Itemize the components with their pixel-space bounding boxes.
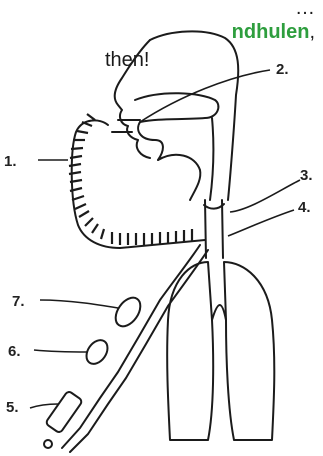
label-2: 2. [276, 61, 289, 78]
tongue [158, 155, 200, 200]
label-7: 7. [12, 293, 25, 310]
heart-notch [212, 305, 226, 320]
head-outline [115, 40, 150, 158]
tube-end-cap [44, 440, 52, 448]
label-5: 5. [6, 399, 19, 416]
label-pointers [30, 70, 300, 408]
trachea-left [205, 200, 206, 258]
pointer-3 [230, 180, 300, 212]
larynx [204, 204, 224, 209]
pointer-7 [40, 300, 118, 308]
label-6: 6. [8, 343, 21, 360]
right-lung [224, 262, 274, 440]
left-lung [167, 262, 213, 440]
lower-tube [62, 245, 200, 448]
component-7-shape [111, 293, 146, 331]
pointer-5 [30, 404, 58, 408]
pharynx [210, 118, 213, 200]
component-5-shape [45, 390, 83, 433]
label-1: 1. [4, 153, 17, 170]
accordion-ribs [69, 114, 192, 245]
label-3: 3. [300, 167, 313, 184]
pointer-4 [228, 210, 294, 236]
pointer-6 [34, 350, 88, 352]
trachea-right [222, 200, 223, 258]
label-4: 4. [298, 199, 311, 216]
skull-back [150, 31, 238, 200]
